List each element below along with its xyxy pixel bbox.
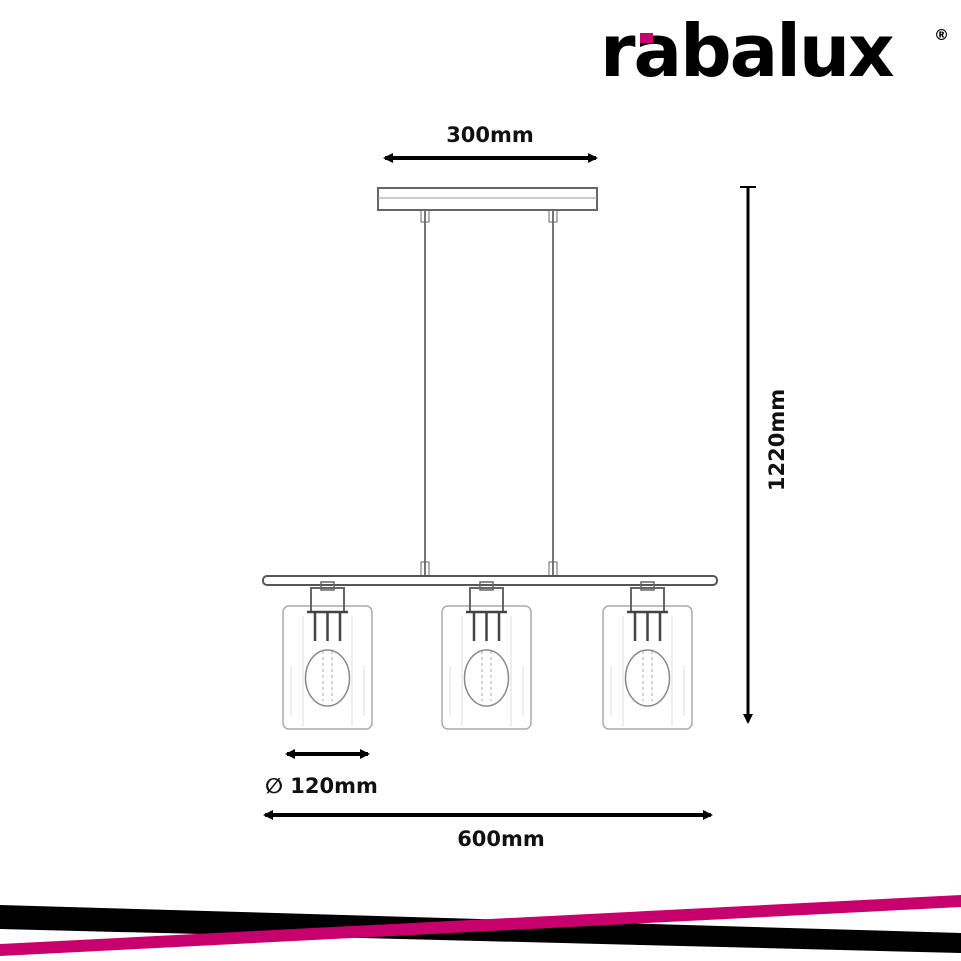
total-width-label: 600mm: [457, 827, 545, 851]
canopy-width-label: 300mm: [446, 123, 534, 147]
rabalux-logo: rabalux ®: [600, 9, 949, 93]
glass-shade-left: [281, 580, 374, 731]
total-height-label: 1220mm: [765, 389, 789, 491]
svg-text:rabalux: rabalux: [600, 9, 894, 93]
shade-diameter-label: ∅ 120mm: [265, 774, 378, 798]
lamp-bar: [262, 575, 718, 586]
stripe-magenta: [0, 895, 961, 956]
glass-shade-middle: [440, 580, 533, 731]
ceiling-canopy: [377, 187, 598, 211]
glass-shade-right: [601, 580, 694, 731]
svg-text:®: ®: [934, 26, 949, 44]
